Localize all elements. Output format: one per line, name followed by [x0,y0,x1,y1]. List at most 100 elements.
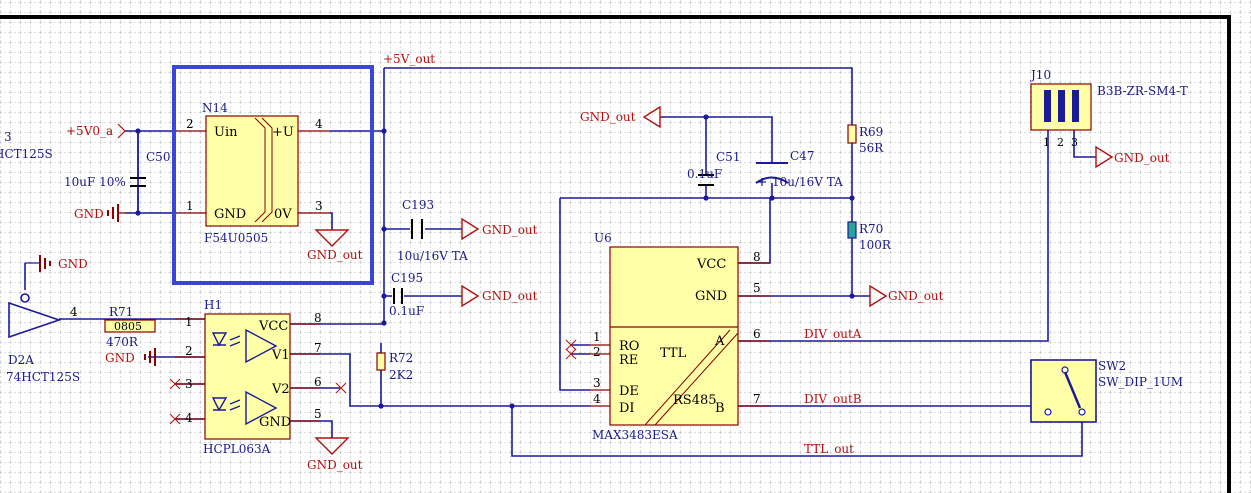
j10-ref: J10 [1029,68,1051,82]
h1-pin-num: 1 [185,315,193,329]
n14-pin-u: +U [272,125,294,140]
junctions [135,114,855,409]
h1-pin-num: 7 [314,341,322,355]
r70-resistor-icon [847,221,857,239]
c195-ref: C195 [391,271,423,285]
h1-pin-v1: V1 [271,348,290,363]
u6-pin-b: B [715,401,725,416]
net-label-div-out-a: DIV_outA [804,327,862,341]
sw2-part: SW_DIP_1UM [1098,375,1183,389]
h1-optocoupler[interactable] [175,313,320,440]
net-label-gnd: GND [105,351,135,365]
u6-pin-num: 3 [593,376,601,390]
n14-converter[interactable] [177,115,330,227]
h1-pin-num: 5 [314,407,322,421]
selection-box[interactable] [172,65,374,285]
net-label-gnd-out: GND_out [307,458,363,472]
r69-ref: R69 [859,125,883,139]
net-label-gnd-out: GND_out [580,110,636,124]
c193-capacitor-icon [411,219,423,239]
net-label-gnd-out: GND_out [307,248,363,262]
j10-connector[interactable] [1030,83,1092,131]
u6-ref: U6 [594,231,612,245]
d2a-buffer-icon[interactable] [8,293,62,339]
h1-pin-num: 8 [314,311,322,325]
u6-pin-num: 4 [593,392,601,406]
u6-pin-num: 6 [753,327,761,341]
gnd-out-icon [314,105,1114,455]
n14-part: F54U0505 [204,231,268,245]
n14-pin-num: 1 [186,199,194,213]
sheet-border [0,15,1231,493]
u6-pin-num: 5 [753,281,761,295]
net-label-div-out-b: DIV_outB [804,392,862,406]
n14-pin-num: 3 [315,199,323,213]
r71-footprint: 0805 [114,320,142,333]
h1-pin-gnd: GND [259,415,291,430]
c47-value: 10u/16V TA [772,175,843,189]
net-label-gnd-out: GND_out [1114,151,1170,165]
gnd-icon [107,204,125,222]
net-label-gnd-out: GND_out [482,223,538,237]
j10-pin-num: 2 [1057,136,1064,149]
r70-ref: R70 [859,222,883,236]
c50-value: 10uF 10% [64,175,126,189]
net-label-5v-out: +5V_out [383,52,435,66]
n14-pin-num: 4 [315,117,323,131]
gnd-icon [25,255,51,272]
h1-pin-vcc: VCC [258,319,288,334]
h1-pin-v2: V2 [271,382,290,397]
c47-ref: C47 [790,149,814,163]
c195-capacitor-icon [393,288,403,304]
net-label-gnd: GND [74,207,104,221]
c51-ref: C51 [716,150,740,164]
c50-ref: C50 [146,150,170,164]
h1-pin-num: 2 [185,344,193,358]
u6-pin-de: DE [619,384,639,399]
r70-value: 100R [859,238,892,252]
r71-ref: R71 [109,305,133,319]
c51-capacitor-icon [698,174,714,186]
u6-pin-re: RE [619,353,638,368]
c193-value: 10u/16V TA [397,249,468,263]
n14-pin-0v: 0V [274,207,292,222]
h1-part: HCPL063A [203,442,271,456]
d2a-ref: D2A [8,353,34,367]
gnd-icon [144,348,156,366]
u6-pin-num: 2 [593,345,601,359]
r69-resistor-icon [847,124,857,144]
u6-pin-vcc: VCC [696,257,726,272]
u6-pin-ro: RO [619,339,639,354]
h1-pin-num: 6 [314,375,322,389]
d2a-pin: 4 [70,305,78,319]
j10-part: B3B-ZR-SM4-T [1097,84,1188,98]
u6-pin-num: 1 [593,330,601,344]
no-connect-icon [169,339,577,425]
h1-ref: H1 [204,298,222,312]
r72-resistor-icon [376,352,386,371]
c195-value: 0.1uF [389,304,424,318]
r71-value: 470R [106,335,139,349]
c51-value: 0.1uF [687,167,722,181]
u6-label-ttl: TTL [660,346,687,361]
net-label-gnd-out: GND_out [482,289,538,303]
u6-pin-num: 8 [753,250,761,264]
j10-pin-num: 1 [1043,136,1050,149]
u6-pin-num: 7 [753,392,761,406]
d2a-part: 74HCT125S [6,370,80,384]
sw2-switch[interactable] [1030,359,1097,423]
left-edge-ref: 3 [4,130,12,144]
r69-value: 56R [859,141,884,155]
u6-part: MAX3483ESA [592,428,678,442]
sw2-ref: SW2 [1098,359,1126,373]
n14-pin-num: 2 [186,117,194,131]
u6-transceiver[interactable] [590,246,770,426]
net-label-5v0: +5V0_a [66,124,113,138]
h1-pin-num: 3 [185,377,193,391]
net-label-gnd-out: GND_out [888,289,944,303]
left-edge-part: HCT125S [0,147,53,161]
n14-pin-gnd: GND [214,207,246,222]
u6-pin-a: A [714,334,725,349]
